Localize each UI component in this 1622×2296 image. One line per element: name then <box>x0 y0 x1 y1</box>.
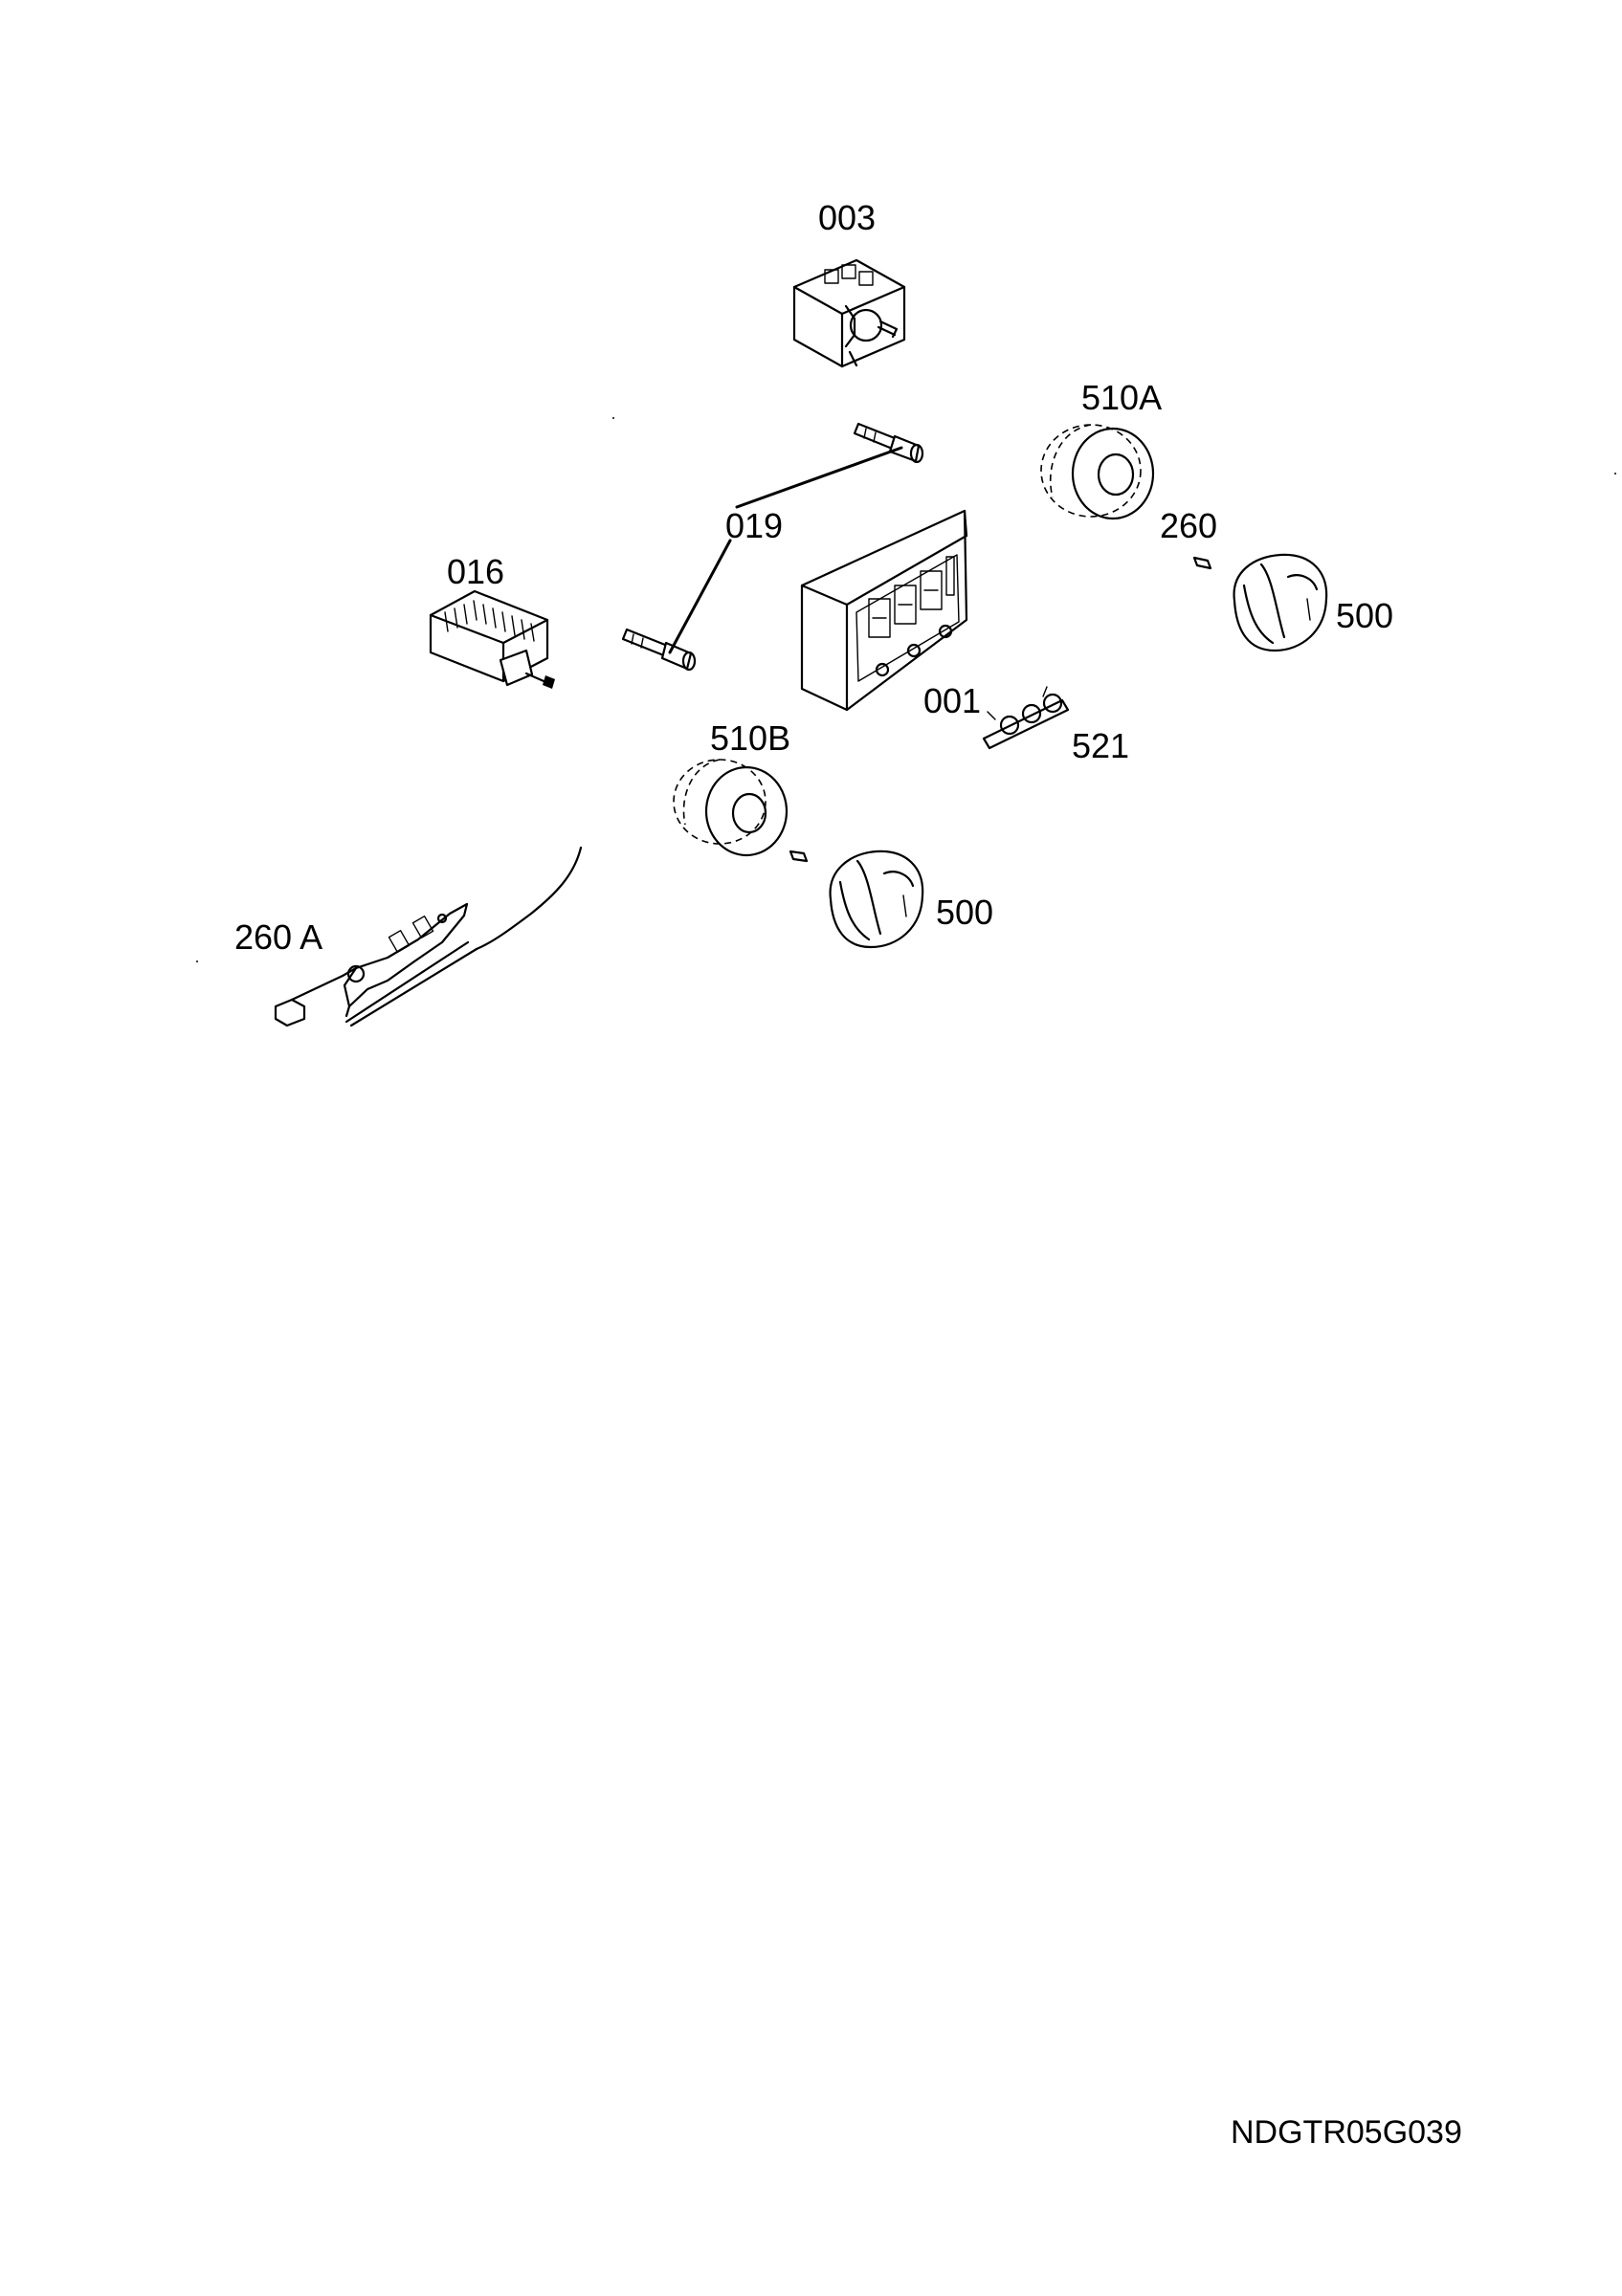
part-001-electronic-timer <box>800 509 968 712</box>
label-019: 019 <box>725 506 783 545</box>
label-510a: 510A <box>1081 378 1162 417</box>
label-016: 016 <box>447 552 504 591</box>
part-clip-lower <box>789 850 809 863</box>
part-019-indicator-upper <box>853 422 924 464</box>
label-001: 001 <box>923 681 981 720</box>
leader-019-lower <box>668 539 732 654</box>
leader-019-upper <box>735 446 903 509</box>
label-521: 521 <box>1072 726 1129 765</box>
part-510a-bezel <box>1040 424 1155 520</box>
part-260a-probe-assembly <box>274 846 583 1027</box>
label-260: 260 <box>1160 506 1217 545</box>
part-500-knob-upper <box>1233 553 1328 652</box>
label-260a: 260 A <box>234 917 322 957</box>
label-500-upper: 500 <box>1336 596 1393 635</box>
part-260-clip <box>1192 556 1212 570</box>
part-003-thermostat <box>792 258 906 368</box>
part-500-knob-lower <box>829 850 924 949</box>
speck <box>612 417 614 419</box>
part-016-selector-switch <box>429 589 555 689</box>
drawing-code: NDGTR05G039 <box>1231 2114 1462 2151</box>
part-521-button-insert <box>982 686 1070 750</box>
speck <box>1614 473 1616 475</box>
part-510b-bezel <box>673 759 789 857</box>
speck <box>196 960 198 962</box>
label-500-lower: 500 <box>936 893 993 932</box>
label-003: 003 <box>818 198 876 237</box>
label-510b: 510B <box>710 718 790 758</box>
part-019-indicator-lower <box>621 628 697 672</box>
